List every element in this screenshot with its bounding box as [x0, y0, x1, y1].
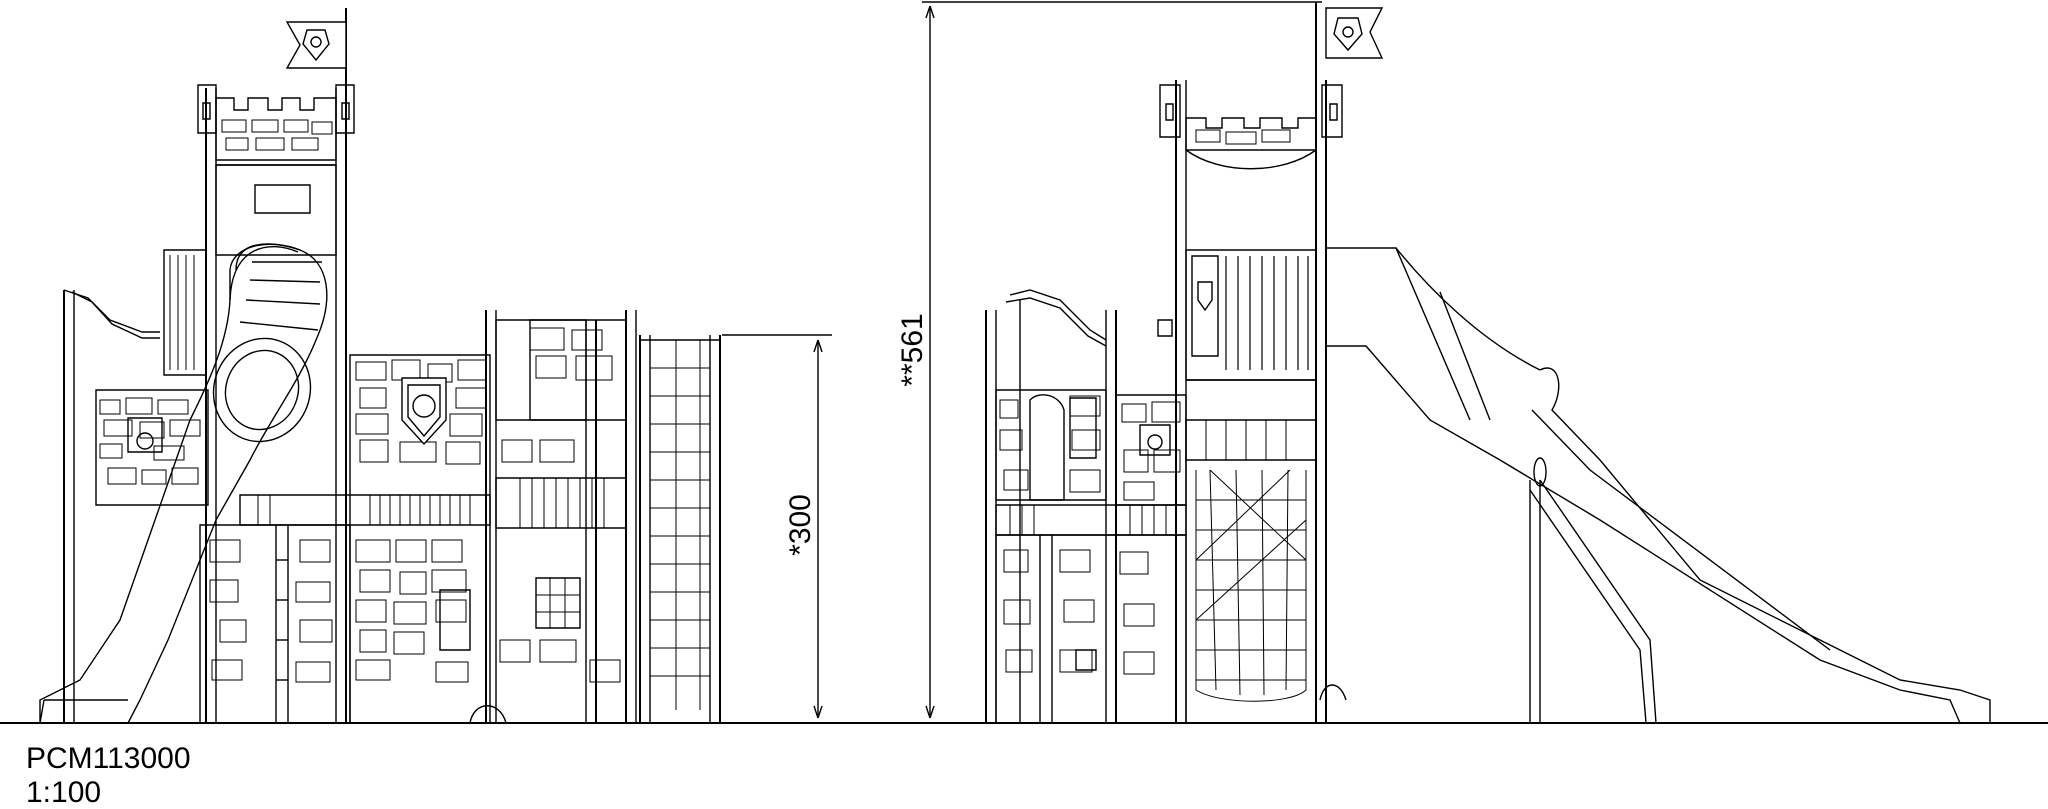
tube-slide	[40, 244, 327, 723]
product-code: PCM113000	[26, 742, 191, 775]
lion-shield-icon	[402, 378, 446, 444]
drawing-scale: 1:100	[26, 776, 102, 809]
left-elevation: *300	[40, 8, 832, 723]
dimension-label-561: **561	[896, 313, 929, 386]
overall-height-dimension: **561	[896, 2, 1322, 718]
net-climber	[1196, 470, 1306, 701]
net-climber	[640, 335, 720, 723]
dimension-label-300: *300	[784, 494, 817, 556]
right-elevation	[986, 2, 1990, 723]
flag-icon	[287, 8, 346, 723]
tube-slide	[1326, 248, 1990, 723]
